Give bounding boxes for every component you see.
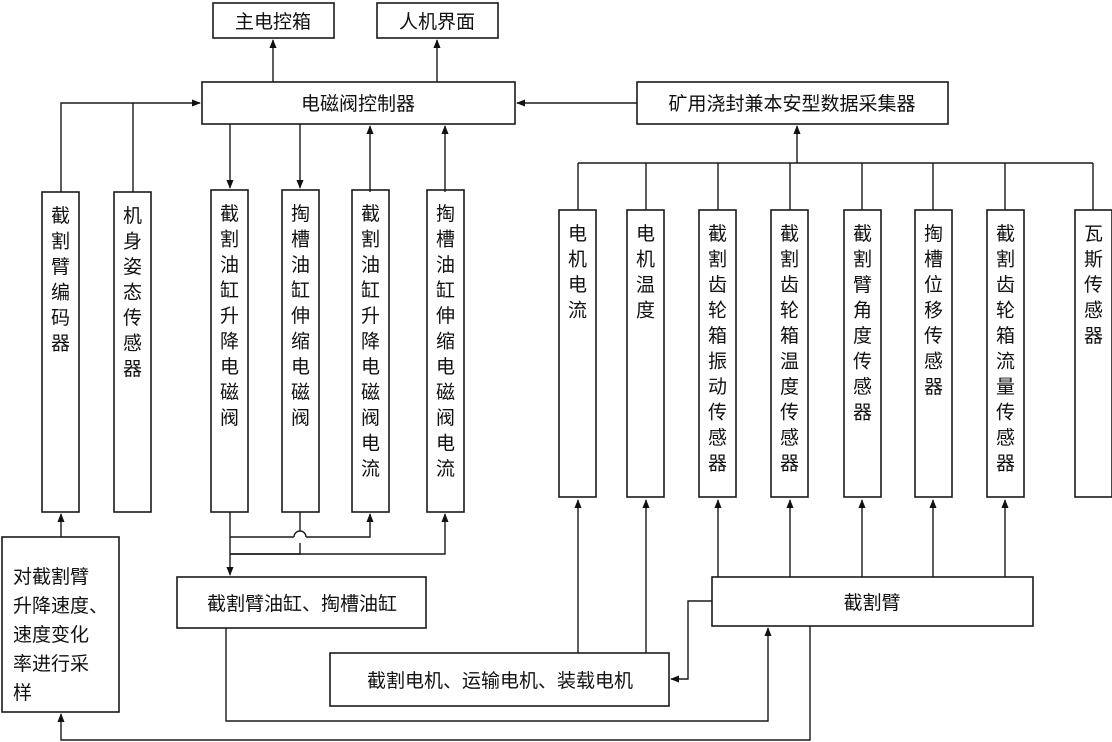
- sampling-line: 率进行采: [13, 653, 89, 675]
- right-col-motor-temp-label: 电机温度: [636, 223, 655, 322]
- right-col-plunge-displacement: 掏槽位移传感器: [914, 209, 953, 498]
- right-col-motor-current-label: 电机电流: [568, 223, 587, 322]
- right-col-gearbox-flow-label: 截割齿轮箱流量传感器: [996, 223, 1015, 475]
- sampling-line: 速度变化: [13, 624, 89, 646]
- right-col-gearbox-temp: 截割齿轮箱温度传感器: [770, 209, 809, 498]
- svg-text:电磁阀控制器: 电磁阀控制器: [301, 93, 415, 115]
- hmi-box: 人机界面: [376, 2, 499, 39]
- right-col-arm-angle: 截割臂角度传感器: [843, 209, 882, 498]
- svg-text:截割臂: 截割臂: [843, 592, 900, 614]
- right-col-motor-temp: 电机温度: [626, 209, 665, 498]
- left-col-lift-valve-current: 截割油缸升降电磁阀电流: [351, 189, 390, 513]
- right-col-plunge-displacement-label: 掏槽位移传感器: [924, 223, 943, 398]
- left-col-encoder-sensor: 截割臂编码器: [41, 191, 80, 513]
- svg-text:截割电机、运输电机、装载电机: 截割电机、运输电机、装载电机: [367, 670, 633, 692]
- left-col-encoder-sensor-label: 截割臂编码器: [51, 205, 70, 355]
- left-col-lift-valve-current-label: 截割油缸升降电磁阀电流: [361, 203, 380, 480]
- svg-text:人机界面: 人机界面: [399, 11, 475, 33]
- left-col-plunge-valve: 掏槽油缸伸缩电磁阀: [281, 189, 320, 513]
- left-col-plunge-valve-label: 掏槽油缸伸缩电磁阀: [291, 203, 310, 429]
- main-control-box: 主电控箱: [212, 2, 335, 39]
- motors-box: 截割电机、运输电机、装载电机: [329, 652, 670, 707]
- right-col-gearbox-temp-label: 截割齿轮箱温度传感器: [780, 223, 799, 475]
- right-col-motor-current: 电机电流: [558, 209, 597, 498]
- cutting-arm-box: 截割臂: [711, 576, 1034, 627]
- left-col-attitude-sensor: 机身姿态传感器: [113, 191, 152, 513]
- left-col-attitude-sensor-label: 机身姿态传感器: [123, 205, 142, 380]
- data-collector-box: 矿用浇封兼本安型数据采集器: [636, 81, 949, 125]
- right-col-gas-sensor-label: 瓦斯传感器: [1084, 223, 1103, 347]
- left-col-plunge-valve-current: 掏槽油缸伸缩电磁阀电流: [426, 189, 465, 513]
- left-col-plunge-valve-current-label: 掏槽油缸伸缩电磁阀电流: [436, 203, 455, 480]
- sampling-line: 对截割臂: [13, 566, 89, 588]
- left-col-lift-valve-label: 截割油缸升降电磁阀: [220, 203, 239, 429]
- svg-text:主电控箱: 主电控箱: [235, 11, 311, 33]
- right-col-gearbox-vibration-label: 截割齿轮箱振动传感器: [708, 223, 727, 475]
- right-col-gas-sensor: 瓦斯传感器: [1074, 209, 1112, 498]
- left-col-lift-valve: 截割油缸升降电磁阀: [210, 189, 249, 513]
- svg-text:截割臂油缸、掏槽油缸: 截割臂油缸、掏槽油缸: [207, 593, 397, 615]
- svg-text:矿用浇封兼本安型数据采集器: 矿用浇封兼本安型数据采集器: [668, 93, 915, 115]
- sampling-line: 样: [13, 682, 32, 704]
- sampling-line: 升降速度、: [13, 595, 108, 617]
- connectors: [57, 39, 1094, 741]
- right-col-arm-angle-label: 截割臂角度传感器: [853, 223, 872, 424]
- right-col-gearbox-flow: 截割齿轮箱流量传感器: [986, 209, 1025, 498]
- solenoid-valve-controller-box: 电磁阀控制器: [201, 81, 516, 125]
- cylinders-box: 截割臂油缸、掏槽油缸: [176, 576, 427, 629]
- right-col-gearbox-vibration: 截割齿轮箱振动传感器: [698, 209, 737, 498]
